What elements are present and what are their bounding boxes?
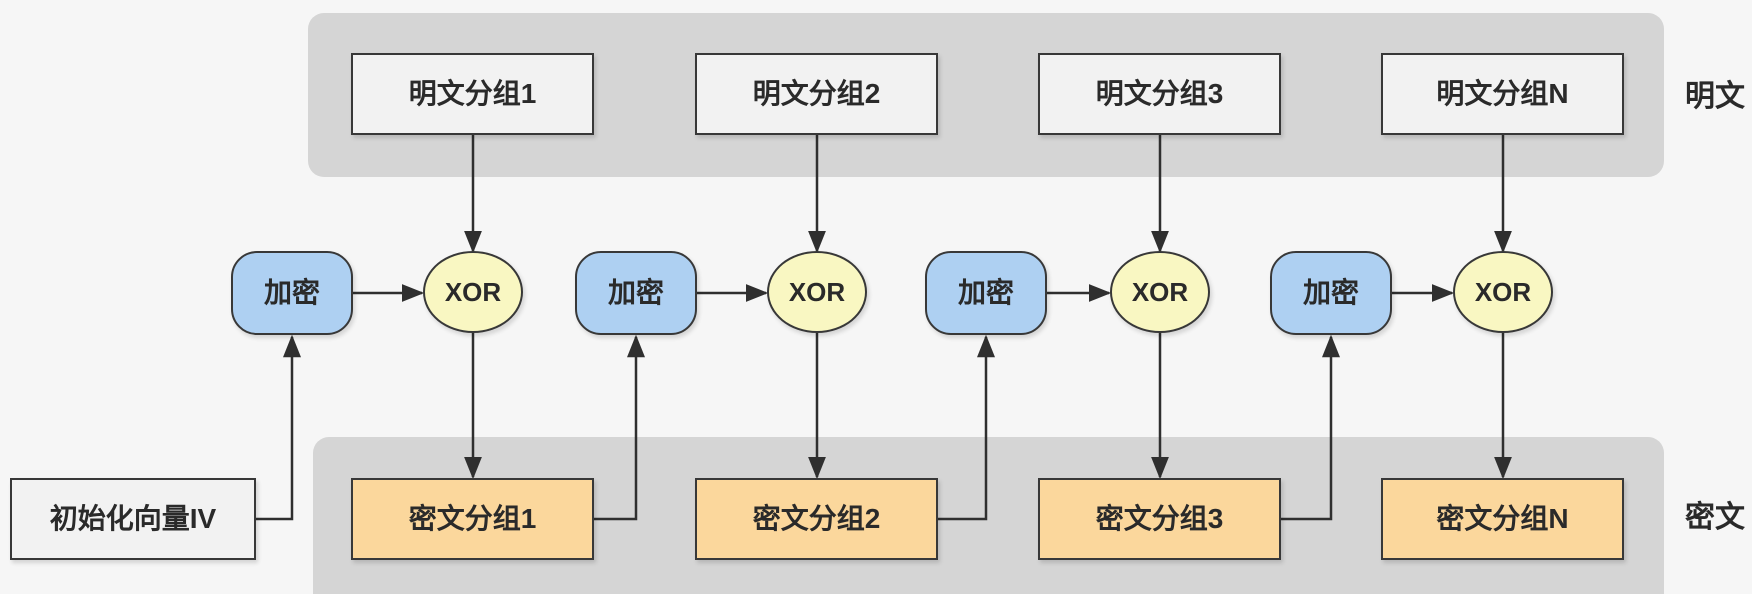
xor-node-1: XOR [423, 251, 523, 333]
plaintext-block-N: 明文分组N [1381, 53, 1624, 135]
ciphertext-band-label: 密文 [1685, 501, 1745, 534]
iv-block: 初始化向量IV [10, 478, 256, 560]
xor-node-2: XOR [767, 251, 867, 333]
ciphertext-block-1: 密文分组1 [351, 478, 594, 560]
connector-cipher3-to-enc4 [1281, 334, 1340, 521]
plaintext-block-1: 明文分组1 [351, 53, 594, 135]
encrypt-node-4: 加密 [1270, 251, 1392, 335]
xor-node-3: XOR [1110, 251, 1210, 333]
connector-cipher1-to-enc2 [594, 334, 645, 521]
connector-cipher2-to-enc3 [938, 334, 995, 521]
encrypt-node-2: 加密 [575, 251, 697, 335]
encrypt-node-3: 加密 [925, 251, 1047, 335]
plaintext-band-label: 明文 [1685, 80, 1745, 113]
connector-iv-to-enc1 [256, 334, 301, 521]
ciphertext-block-2: 密文分组2 [695, 478, 938, 560]
encrypt-node-1: 加密 [231, 251, 353, 335]
plaintext-block-2: 明文分组2 [695, 53, 938, 135]
xor-node-4: XOR [1453, 251, 1553, 333]
ciphertext-block-3: 密文分组3 [1038, 478, 1281, 560]
ciphertext-block-N: 密文分组N [1381, 478, 1624, 560]
plaintext-block-3: 明文分组3 [1038, 53, 1281, 135]
